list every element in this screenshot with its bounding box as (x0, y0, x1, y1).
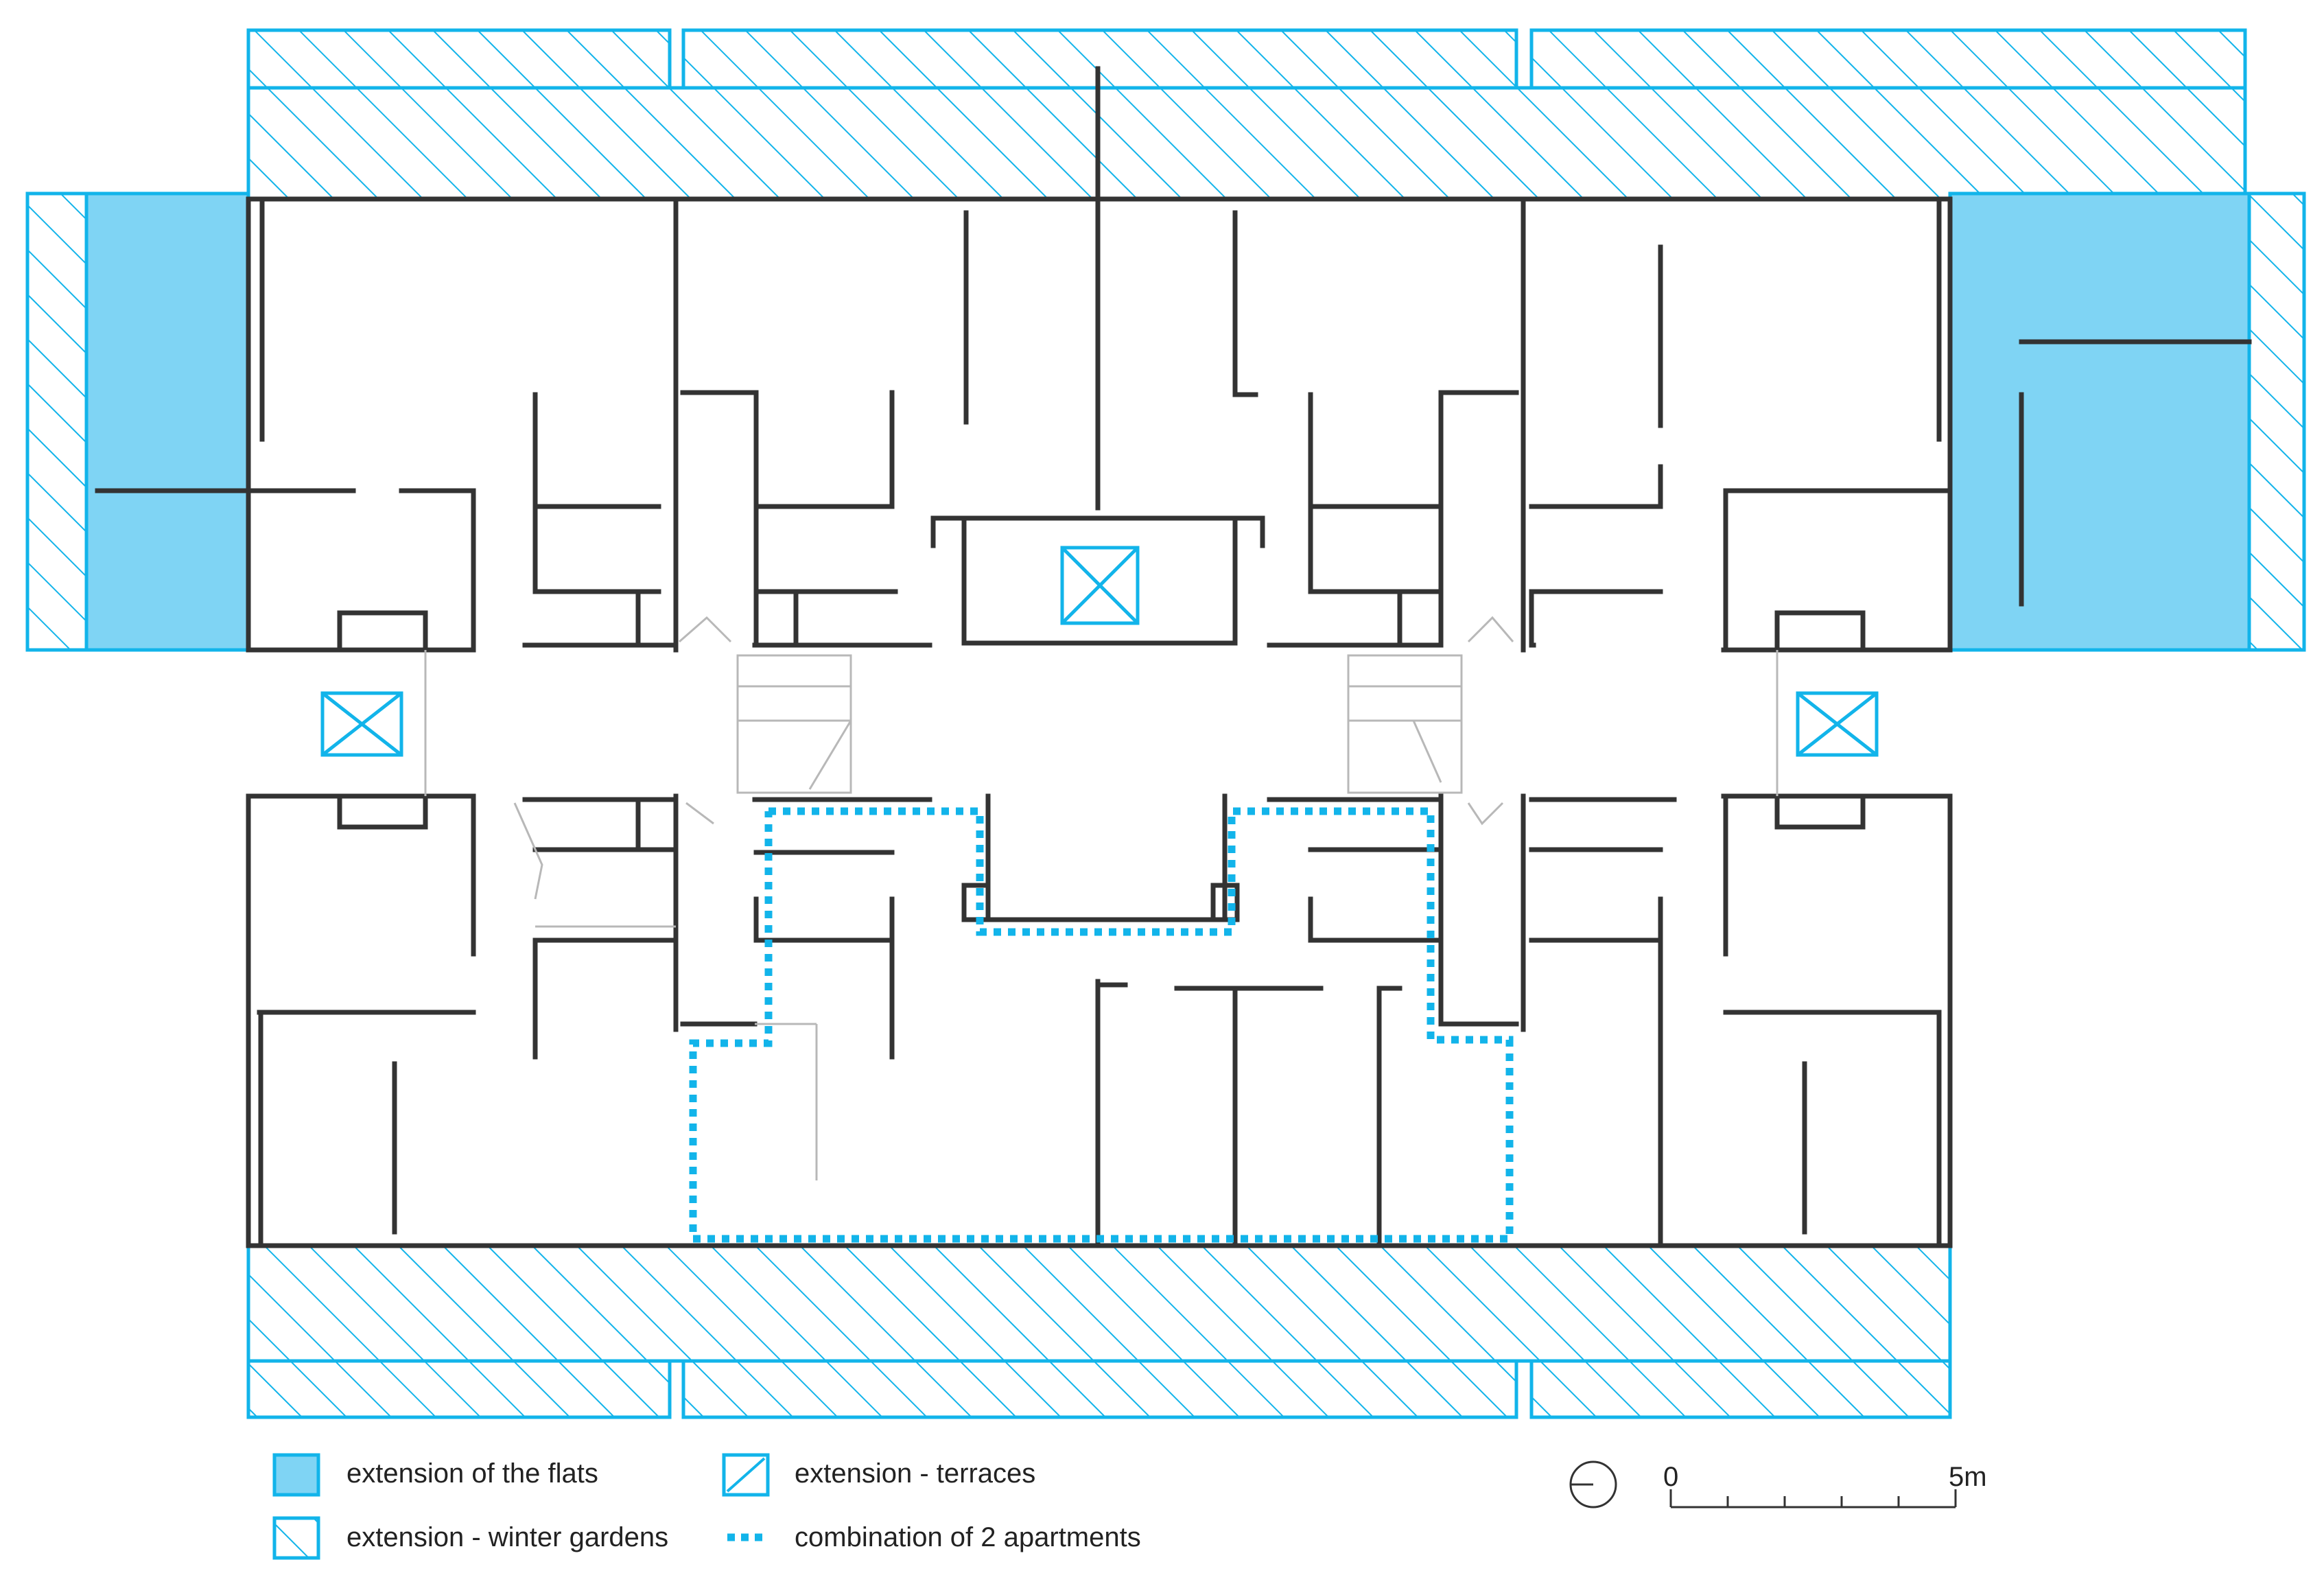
flat-extension-east (1948, 191, 2251, 652)
terrace-east (2247, 191, 2306, 652)
legend-swatch-hatched (272, 1516, 320, 1560)
elevator-shaft-icon (1060, 546, 1140, 625)
stairs-and-doors (424, 616, 1779, 1180)
south-balconies (246, 1244, 1952, 1419)
legend-item-winter-gardens: extension - winter gardens (272, 1516, 668, 1560)
combination-outline (689, 807, 1514, 1243)
legend: extension of the flats extension - terra… (272, 1453, 1141, 1560)
terrace-north-right (1529, 28, 2247, 90)
elevator-shaft-icon (320, 691, 403, 757)
legend-swatch-solid (272, 1453, 320, 1497)
terrace-west (25, 191, 89, 652)
walls (95, 66, 2252, 1248)
terrace-north-left (246, 28, 672, 90)
side-extensions (25, 191, 2306, 652)
scale-end-label: 5m (1949, 1462, 1987, 1492)
scale-start-label: 0 (1663, 1462, 1678, 1492)
flat-extension-west (84, 191, 250, 652)
legend-swatch-single-diagonal (722, 1453, 770, 1497)
legend-item-flats: extension of the flats (272, 1453, 598, 1497)
north-balconies (246, 28, 2247, 201)
legend-label: extension of the flats (347, 1458, 598, 1489)
legend-label: combination of 2 apartments (795, 1522, 1141, 1552)
terrace-south-right (1529, 1359, 1952, 1419)
legend-item-combination: combination of 2 apartments (727, 1522, 1141, 1552)
terrace-south-left (246, 1359, 672, 1419)
legend-label: extension - winter gardens (347, 1522, 668, 1552)
winter-garden-north (246, 86, 2247, 201)
north-arrow-icon (1569, 1460, 1617, 1509)
legend-label: extension - terraces (795, 1458, 1035, 1489)
elevator-shafts (320, 546, 1879, 757)
elevator-shaft-icon (1796, 691, 1879, 757)
winter-garden-south (246, 1244, 1952, 1363)
terrace-south-mid (681, 1359, 1518, 1419)
legend-item-terraces: extension - terraces (722, 1453, 1035, 1497)
scale-bar (1669, 1489, 1957, 1509)
